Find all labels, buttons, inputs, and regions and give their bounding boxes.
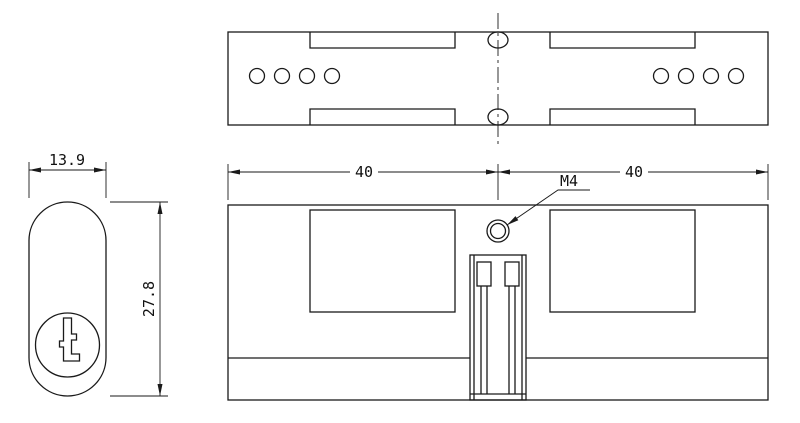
pin-hole	[273, 67, 291, 85]
pin-hole	[298, 67, 316, 85]
m4-callout: M4	[506, 172, 590, 226]
cam-housing	[469, 254, 527, 401]
pin-hole	[677, 67, 695, 85]
keyway-profile	[58, 317, 81, 362]
dim-end-height: 27.8	[110, 201, 168, 397]
dimension-arrow	[94, 167, 106, 173]
dimension-arrow	[157, 202, 163, 214]
pin-hole	[323, 67, 341, 85]
dimension-arrow	[486, 169, 498, 175]
end-view-profile-outline	[28, 201, 107, 397]
pin-hole	[652, 67, 670, 85]
top-view-slot-right-bottom	[549, 108, 696, 125]
dim-end-width-label: 13.9	[49, 151, 85, 169]
dim-front-right-label: 40	[625, 163, 643, 181]
thread-callout-label: M4	[560, 172, 578, 190]
dim-front-right-length: 40	[498, 163, 769, 200]
pin-chamber-right	[549, 209, 696, 313]
dimension-arrow	[228, 169, 240, 175]
top-view-slot-left-bottom	[309, 108, 456, 125]
dim-end-width: 13.9	[28, 151, 107, 198]
leader-arrow	[507, 216, 519, 225]
pin-chamber-left	[309, 209, 456, 313]
cam-screw-head-left	[476, 261, 492, 287]
pin-hole	[702, 67, 720, 85]
m4-hole-outer-circle	[486, 219, 510, 243]
cam-assembly	[469, 254, 527, 401]
top-view-slot-left-top	[309, 32, 456, 49]
dim-front-left-length: 40	[227, 163, 499, 200]
plug-circle	[34, 312, 101, 378]
dimension-arrow	[29, 167, 41, 173]
dim-end-height-label: 27.8	[140, 281, 158, 317]
top-view	[227, 13, 769, 144]
pin-hole	[727, 67, 745, 85]
front-view	[227, 204, 769, 401]
top-view-slot-right-top	[549, 32, 696, 49]
leader-line	[506, 189, 590, 226]
dimension-arrow	[157, 384, 163, 396]
end-view	[28, 201, 107, 397]
dimension-arrow	[756, 169, 768, 175]
m4-hole-inner-circle	[489, 222, 507, 240]
pin-hole	[248, 67, 266, 85]
cam-screw-head-right	[504, 261, 520, 287]
dimension-arrow	[498, 169, 510, 175]
dim-front-left-label: 40	[355, 163, 373, 181]
